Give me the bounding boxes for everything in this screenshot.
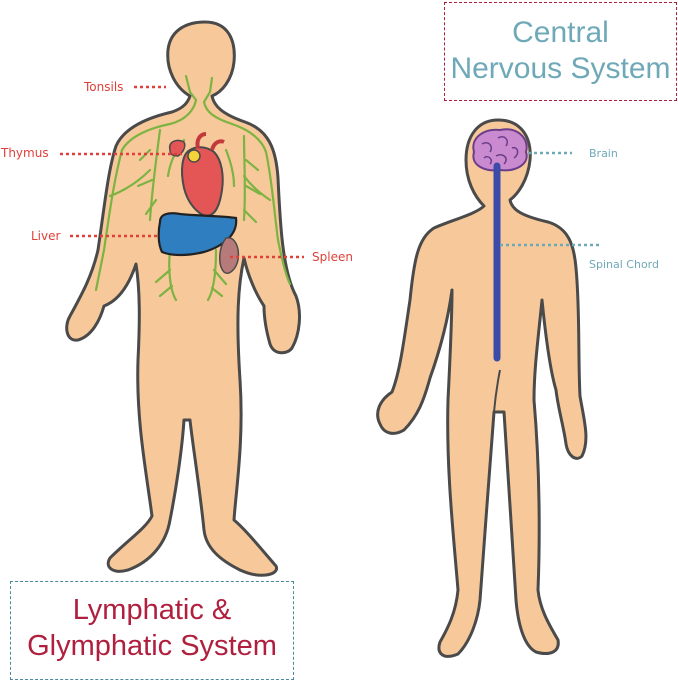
left-body-outline [65,20,301,577]
label-spleen: Spleen [312,250,353,264]
brain-folds [481,135,519,165]
right-body-outline [376,118,588,658]
heart [181,146,224,218]
cns-title-line2: Nervous System [450,52,671,85]
heart-vessels [195,132,225,151]
spleen [219,237,240,274]
label-spinal-chord: Spinal Chord [589,258,659,271]
label-thymus: Thymus [1,146,49,160]
cns-title-line1: Central [512,16,609,49]
lymphatic-title-line2: Glymphatic System [27,630,277,662]
thymus [168,139,186,157]
label-liver: Liver [31,229,61,243]
label-brain: Brain [589,147,618,160]
cns-leader-lines [500,151,602,247]
lymph-node-yellow [187,149,201,163]
cns-title-box: Central Nervous System [444,2,677,101]
lymphatic-title-line1: Lymphatic & [72,594,232,626]
brain [472,128,528,172]
label-tonsils: Tonsils [84,80,124,94]
lymphatic-title-box: Lymphatic & Glymphatic System [10,581,294,680]
leg-crease [493,369,501,413]
organ-leader-lines [60,85,304,259]
lymph-vessels [94,74,292,302]
